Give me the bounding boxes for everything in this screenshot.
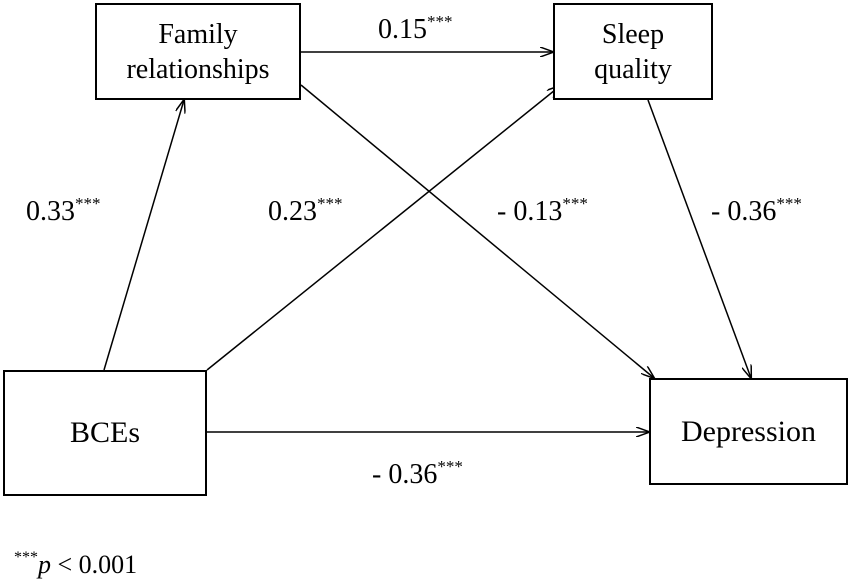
family-relationships-node: Family relationships bbox=[95, 3, 301, 100]
footnote-sig: *** bbox=[14, 549, 38, 566]
significance-footnote: ***p < 0.001 bbox=[14, 549, 138, 579]
sleep-node-line1: Sleep bbox=[601, 18, 665, 50]
coef-sleep-to-depression: - 0.36*** bbox=[711, 195, 802, 227]
footnote-p: p bbox=[38, 550, 51, 579]
coef-value: 0.33 bbox=[26, 196, 75, 227]
coef-value: 0.23 bbox=[268, 196, 317, 227]
coef-significance: *** bbox=[437, 457, 463, 476]
family-node-line1: Family bbox=[158, 18, 238, 50]
coef-bces-to-depression: - 0.36*** bbox=[372, 458, 463, 490]
coef-significance: *** bbox=[427, 12, 453, 31]
arrow-bces-to-sleep bbox=[206, 86, 560, 371]
footnote-threshold: < 0.001 bbox=[51, 550, 138, 579]
arrow-family-to-depression bbox=[300, 84, 654, 378]
sleep-quality-node: Sleep quality bbox=[553, 3, 713, 100]
depression-node: Depression bbox=[649, 378, 848, 485]
bces-node: BCEs bbox=[3, 370, 207, 496]
bces-node-label: BCEs bbox=[69, 416, 141, 450]
family-node-line2: relationships bbox=[126, 53, 270, 85]
sleep-node-line2: quality bbox=[594, 53, 672, 85]
coef-bces-to-family: 0.33*** bbox=[26, 195, 101, 227]
coef-family-to-depression: - 0.13*** bbox=[497, 195, 588, 227]
coef-value: - 0.13 bbox=[497, 196, 563, 227]
coef-value: - 0.36 bbox=[372, 459, 438, 490]
coef-value: 0.15 bbox=[378, 14, 427, 45]
coef-family-to-sleep: 0.15*** bbox=[378, 13, 453, 45]
arrow-sleep-to-depression bbox=[647, 99, 751, 378]
coef-significance: *** bbox=[776, 194, 802, 213]
coef-significance: *** bbox=[562, 194, 588, 213]
coef-bces-to-sleep: 0.23*** bbox=[268, 195, 343, 227]
coef-significance: *** bbox=[75, 194, 101, 213]
coef-significance: *** bbox=[317, 194, 343, 213]
depression-node-label: Depression bbox=[681, 414, 816, 448]
coef-value: - 0.36 bbox=[711, 196, 777, 227]
arrow-bces-to-family bbox=[103, 100, 184, 371]
